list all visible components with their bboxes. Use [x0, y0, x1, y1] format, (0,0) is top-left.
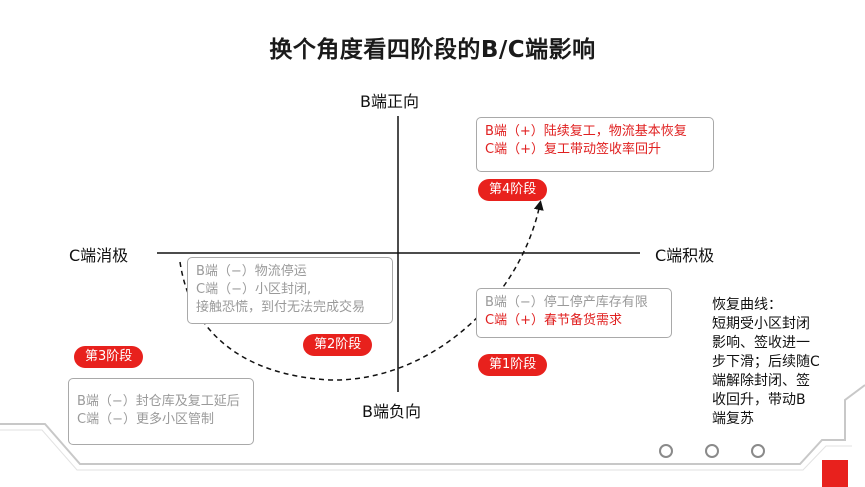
- box-bottom-left-line-1: B端（−）封仓库及复工延后: [77, 394, 240, 409]
- recovery-note-line-1: 恢复曲线：: [712, 297, 782, 313]
- axis-label-left: C端消极: [69, 246, 129, 265]
- box-mid-left-line-3: 接触恐慌，到付无法完成交易: [196, 300, 366, 315]
- box-mid-right-line-1: B端（−）停工停产库存有限: [485, 295, 648, 310]
- axis-label-top: B端正向: [360, 92, 419, 111]
- box-mid-left: B端（−）物流停运 C端（−）小区封闭, 接触恐慌，到付无法完成交易: [187, 257, 393, 324]
- decor-frame-line-outer: [0, 429, 852, 471]
- decor-circles: [659, 444, 765, 458]
- recovery-note-line-6: 收回升，带动B: [712, 392, 806, 408]
- axis-label-bottom: B端负向: [362, 402, 421, 421]
- recovery-note-line-3: 影响、签收进一: [712, 335, 810, 351]
- box-mid-left-line-1: B端（−）物流停运: [196, 264, 307, 279]
- box-bottom-left: B端（−）封仓库及复工延后 C端（−）更多小区管制: [68, 378, 254, 445]
- stage-2-badge: 第2阶段: [303, 334, 373, 356]
- stage-1-badge: 第1阶段: [478, 354, 548, 376]
- recovery-note: 恢复曲线： 短期受小区封闭 影响、签收进一 步下滑；后续随C 端解除封闭、签 收…: [712, 296, 820, 429]
- recovery-note-line-5: 端解除封闭、签: [712, 373, 810, 389]
- recovery-note-line-4: 步下滑；后续随C: [712, 354, 820, 370]
- decor-frame-line: [0, 384, 865, 465]
- page-title: 换个角度看四阶段的B/C端影响: [269, 37, 596, 63]
- decor-red-square: [822, 460, 848, 487]
- stage-3-badge: 第3阶段: [74, 346, 144, 368]
- box-mid-left-line-2: C端（−）小区封闭,: [196, 282, 312, 297]
- box-mid-right-line-2: C端（+）春节备货需求: [485, 313, 622, 328]
- box-top-right: B端（+）陆续复工，物流基本恢复 C端（+）复工带动签收率回升: [476, 117, 714, 172]
- box-top-right-line-1: B端（+）陆续复工，物流基本恢复: [485, 124, 687, 139]
- box-mid-right: B端（−）停工停产库存有限 C端（+）春节备货需求: [476, 288, 672, 338]
- recovery-note-line-7: 端复苏: [712, 411, 754, 427]
- stage-4-badge: 第4阶段: [478, 179, 548, 201]
- axis-label-right: C端积极: [655, 246, 715, 265]
- box-bottom-left-line-2: C端（−）更多小区管制: [77, 412, 214, 427]
- recovery-note-line-2: 短期受小区封闭: [712, 316, 810, 332]
- box-top-right-line-2: C端（+）复工带动签收率回升: [485, 142, 661, 157]
